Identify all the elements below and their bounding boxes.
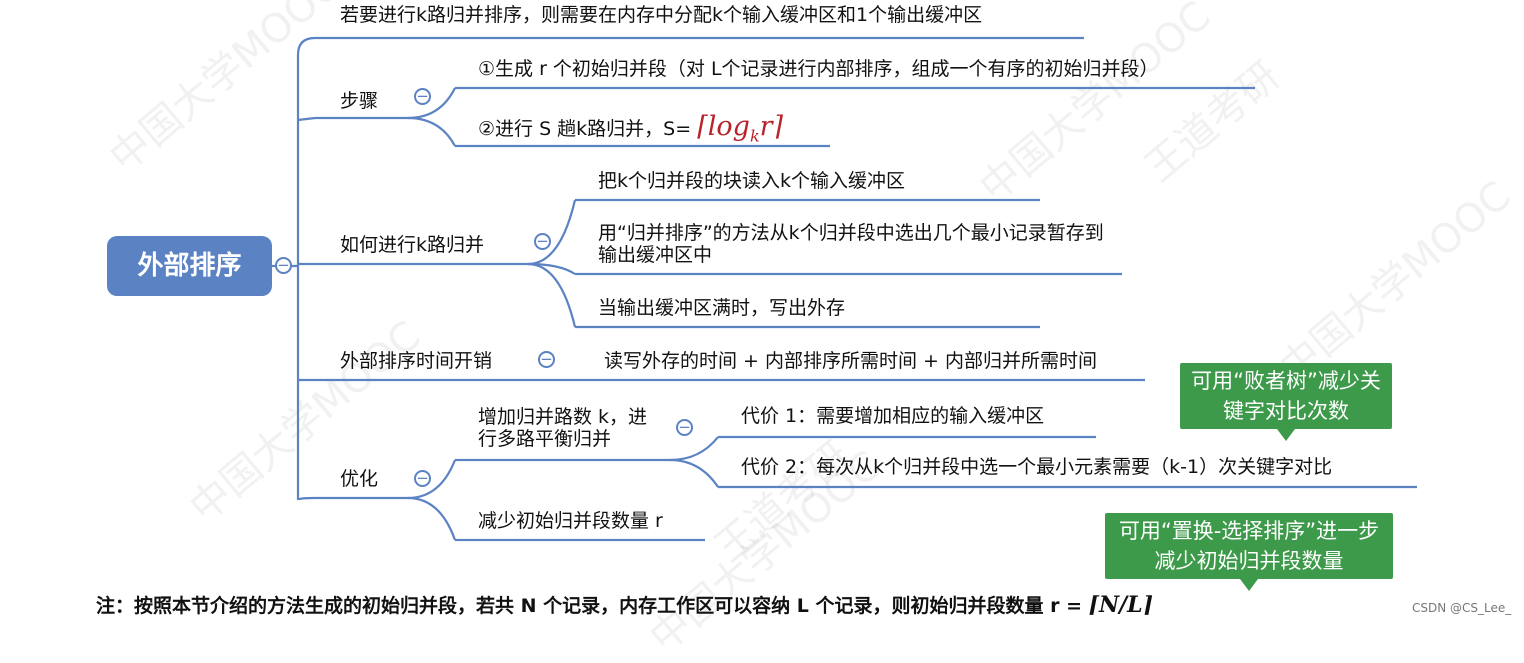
collapse-toggle-icon[interactable]: −: [275, 257, 292, 274]
collapse-toggle-icon[interactable]: −: [676, 419, 693, 436]
step-2-formula: ⌈logkr⌉: [697, 111, 784, 146]
node-buffer-requirement: 若要进行k路归并排序，则需要在内存中分配k个输入缓冲区和1个输出缓冲区: [340, 4, 983, 26]
step-2-text: ②进行 S 趟k路归并，S=: [478, 118, 692, 140]
node-steps: 步骤: [340, 90, 379, 112]
node-how-item-1: 把k个归并段的块读入k个输入缓冲区: [598, 170, 906, 192]
collapse-toggle-icon[interactable]: −: [414, 88, 431, 105]
node-cost-2: 代价 2：每次从k个归并段中选一个最小元素需要（k-1）次关键字对比: [741, 456, 1333, 478]
callout-replacement-selection: 可用“置换-选择排序”进一步减少初始归并段数量: [1105, 513, 1393, 591]
node-how-kway: 如何进行k路归并: [340, 234, 485, 256]
footnote-text: 注：按照本节介绍的方法生成的初始归并段，若共 N 个记录，内存工作区可以容纳 L…: [96, 595, 1082, 617]
footnote-formula: ⌈N/L⌉: [1088, 592, 1154, 618]
node-cost-1: 代价 1：需要增加相应的输入缓冲区: [741, 405, 1045, 427]
node-optimize: 优化: [340, 468, 379, 490]
node-how-item-2: 用“归并排序”的方法从k个归并段中选出几个最小记录暂存到输出缓冲区中: [598, 222, 1104, 266]
callout-loser-tree: 可用“败者树”减少关键字对比次数: [1180, 363, 1392, 441]
collapse-toggle-icon[interactable]: −: [414, 470, 431, 487]
node-step-2: ②进行 S 趟k路归并，S= ⌈logkr⌉: [478, 113, 783, 147]
node-time-cost-item: 读写外存的时间 + 内部排序所需时间 + 内部归并所需时间: [604, 350, 1097, 372]
mindmap-connectors: [272, 36, 1417, 542]
node-time-cost: 外部排序时间开销: [340, 350, 493, 372]
node-reduce-r: 减少初始归并段数量 r: [478, 510, 663, 532]
node-how-item-3: 当输出缓冲区满时，写出外存: [598, 297, 846, 319]
root-node[interactable]: 外部排序: [107, 236, 272, 296]
collapse-toggle-icon[interactable]: −: [538, 351, 555, 368]
credit-label: CSDN @CS_Lee_: [1412, 601, 1512, 615]
node-increase-k: 增加归并路数 k，进行多路平衡归并: [478, 406, 648, 450]
footnote: 注：按照本节介绍的方法生成的初始归并段，若共 N 个记录，内存工作区可以容纳 L…: [96, 594, 1153, 617]
collapse-toggle-icon[interactable]: −: [534, 233, 551, 250]
node-step-1: ①生成 r 个初始归并段（对 L个记录进行内部排序，组成一个有序的初始归并段）: [478, 58, 1159, 80]
